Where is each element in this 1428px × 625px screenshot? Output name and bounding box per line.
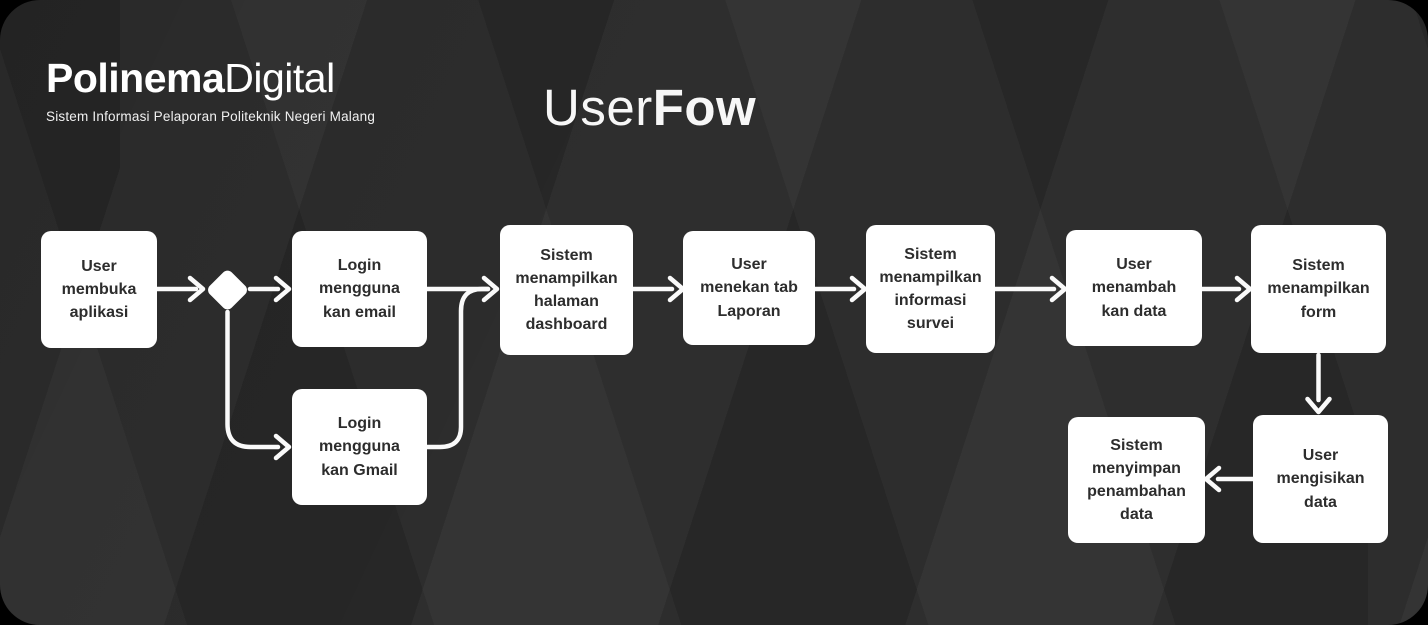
brand-block: PolinemaDigital Sistem Informasi Pelapor… (46, 58, 376, 125)
arrowhead-right (273, 433, 292, 461)
flow-node-tambah-data: User menambah kan data (1066, 230, 1202, 346)
flow-node-isi-data: User mengisikan data (1253, 415, 1388, 543)
brand-name-light: Digital (224, 55, 335, 101)
edge-gmail-to-dashboard (424, 286, 491, 450)
arrowhead-right (849, 275, 868, 303)
brand-name-bold: Polinema (46, 55, 225, 101)
arrowhead-right (273, 275, 292, 303)
flow-node-login-gmail: Login mengguna kan Gmail (292, 389, 427, 505)
arrowhead-right (1049, 275, 1068, 303)
flow-node-login-email: Login mengguna kan email (292, 231, 427, 347)
edge-decision-to-gmail (225, 309, 281, 450)
arrowhead-right (1234, 275, 1253, 303)
flow-node-dashboard: Sistem menampilkan halaman dashboard (500, 225, 633, 355)
flow-node-buka-aplikasi: User membuka aplikasi (41, 231, 157, 348)
page-title: UserFow (543, 82, 756, 133)
page-title-bold: Fow (652, 79, 757, 136)
brand-subtitle: Sistem Informasi Pelaporan Politeknik Ne… (46, 109, 376, 124)
arrowhead-right (187, 275, 206, 303)
decision-diamond (208, 270, 247, 310)
flow-node-tampil-form: Sistem menampilkan form (1251, 225, 1386, 353)
flow-node-simpan-data: Sistem menyimpan penambahan data (1068, 417, 1205, 543)
flow-node-info-survei: Sistem menampilkan informasi survei (866, 225, 995, 353)
arrowhead-right (481, 275, 500, 303)
flow-node-tab-laporan: User menekan tab Laporan (683, 231, 815, 345)
brand-logo-text: PolinemaDigital (46, 58, 375, 99)
arrowhead-left (1203, 465, 1222, 493)
page-title-regular: User (543, 79, 653, 136)
arrowhead-down (1305, 396, 1332, 415)
